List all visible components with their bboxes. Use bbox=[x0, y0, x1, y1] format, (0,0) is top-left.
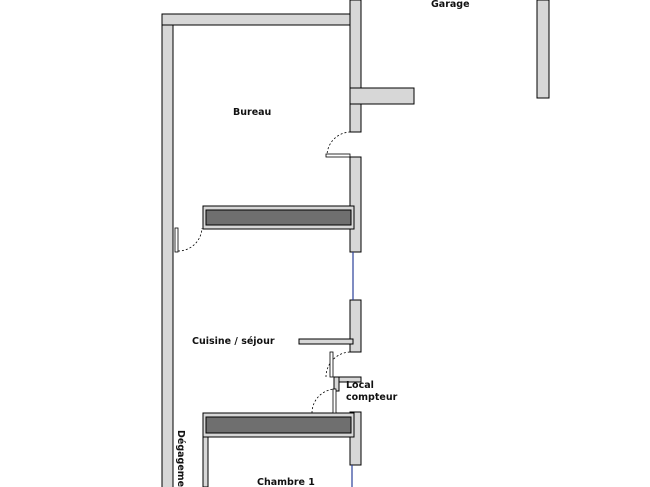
label-local-1: Local bbox=[346, 380, 374, 391]
label-degagement: Dégagement bbox=[175, 430, 186, 487]
door-left[interactable] bbox=[174, 227, 179, 253]
wall-right-bottom bbox=[349, 411, 362, 466]
closet-chambre bbox=[205, 416, 352, 434]
wall-garage-right bbox=[536, 0, 550, 99]
label-local-2: compteur bbox=[346, 392, 398, 403]
door-local-arc bbox=[311, 388, 337, 414]
label-bureau: Bureau bbox=[233, 107, 271, 118]
door-bureau[interactable] bbox=[325, 153, 351, 158]
closet-bureau bbox=[205, 209, 352, 226]
door-cuisine[interactable] bbox=[329, 351, 334, 378]
door-local[interactable] bbox=[332, 388, 337, 414]
wall-right-lower bbox=[349, 299, 362, 353]
wall-left bbox=[161, 13, 174, 487]
label-chambre: Chambre 1 bbox=[257, 477, 315, 487]
wall-cuisine-stub bbox=[298, 338, 354, 345]
door-left-arc bbox=[177, 227, 203, 252]
wall-chambre-left bbox=[202, 436, 209, 487]
wall-right-upper bbox=[349, 0, 362, 133]
wall-local-left bbox=[333, 376, 340, 392]
wall-garage-stub bbox=[349, 87, 415, 105]
door-bureau-arc bbox=[326, 131, 351, 158]
label-cuisine: Cuisine / séjour bbox=[192, 336, 275, 347]
wall-top bbox=[161, 13, 362, 26]
wall-right-mid bbox=[349, 156, 362, 253]
label-garage: Garage bbox=[431, 0, 470, 10]
